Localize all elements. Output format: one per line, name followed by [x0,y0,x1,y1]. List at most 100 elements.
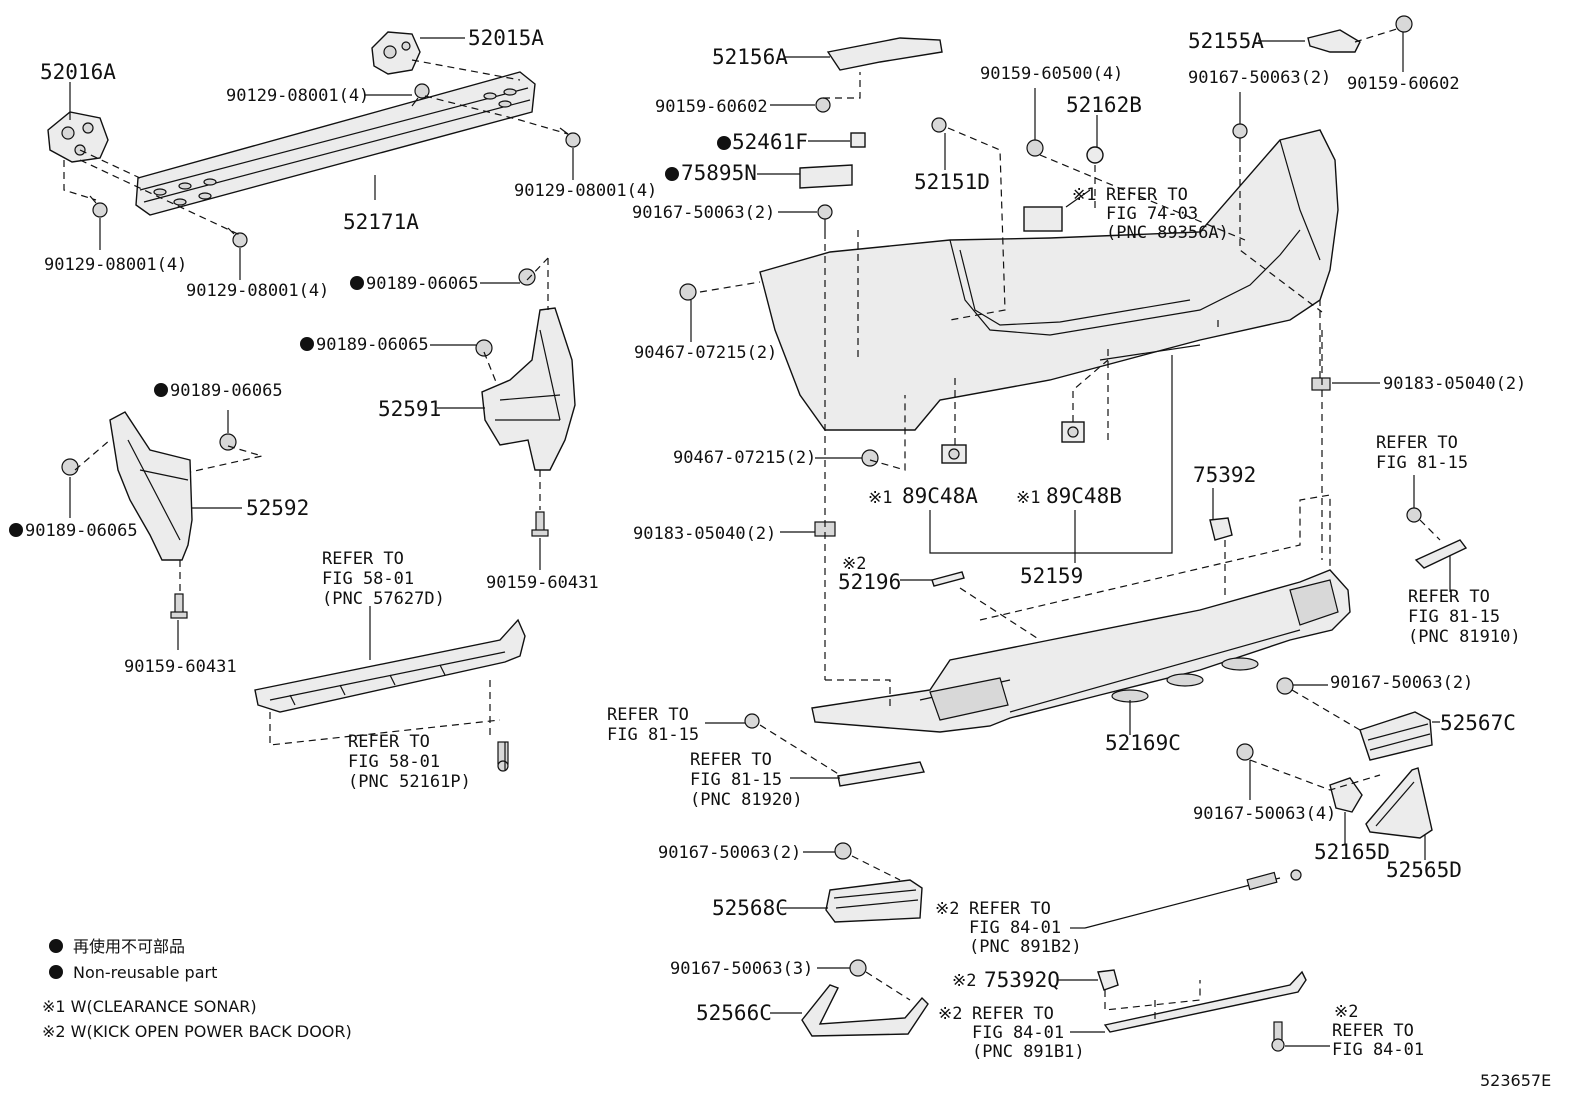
mark-89C48A: ※1 [868,488,892,508]
pad-52461F [850,132,866,148]
refer-mark: ※2 [938,1004,962,1024]
refer-label: FIG 84-01 [1332,1040,1424,1060]
assembly-lines [63,27,1441,1020]
bolt-icon [1395,15,1413,33]
figure-id: 523657E [1480,1071,1551,1090]
clip-icon [475,339,493,357]
label-52565D: 52565D [1386,858,1462,882]
label-90167-e: 90167-50063(2) [658,843,801,863]
label-52155A: 52155A [1188,29,1264,53]
label-90467-b: 90467-07215(2) [673,448,816,468]
label-90189-c: 90189-06065 [170,381,283,401]
label-52156A: 52156A [712,45,788,69]
clip-icon [1311,377,1331,391]
lower-panel-57627D [254,618,526,713]
label-90129-b: 90129-08001(4) [514,181,657,201]
clip-icon [518,268,536,286]
refer-label: REFER TO [1332,1021,1414,1041]
refer-label: FIG 84-01 [972,1023,1064,1043]
label-89C48A: 89C48A [902,484,978,508]
label-90129-c: 90129-08001(4) [44,255,187,275]
bracket-52165D [1329,777,1363,813]
bracket-52015A [371,31,421,75]
refer-label: (PNC 891B1) [972,1042,1085,1062]
label-52171A: 52171A [343,210,419,234]
sensor-52196 [931,571,965,587]
sensor-cable-891B2 [1084,869,1302,929]
bolt-icon [815,97,831,113]
part-labels: 52016A 52015A 52171A 90129-08001(4) 9012… [25,26,1526,1062]
label-90159-60602-b: 90159-60602 [1347,74,1460,94]
bolt-icon [1026,139,1044,157]
bolt-icon [411,83,430,107]
label-90167-b: 90167-50063(2) [1188,68,1331,88]
refer-label: (PNC 52161P) [348,772,471,792]
clip-icon [931,117,947,133]
clip-icon [219,433,237,451]
legend-nonreusable-jp: 再使用不可部品 [73,937,185,956]
label-90159-60431-a: 90159-60431 [486,573,599,593]
label-90167-f: 90167-50063(3) [670,959,813,979]
label-52151D: 52151D [914,170,990,194]
refer-label: (PNC 891B2) [969,937,1082,957]
refer-label: (PNC 57627D) [322,589,445,609]
refer-label: FIG 81-15 [690,770,782,790]
refer-label: FIG 58-01 [348,752,440,772]
label-52461F: 52461F [732,130,808,154]
refer-label: REFER TO [348,732,430,752]
refer-label: FIG 84-01 [969,918,1061,938]
refer-label: FIG 81-15 [607,725,699,745]
label-90129-a: 90129-08001(4) [226,86,369,106]
refer-label: REFER TO [1408,587,1490,607]
refer-label: FIG 58-01 [322,569,414,589]
label-90189-d: 90189-06065 [25,521,138,541]
rear-bumper-cover [759,129,1339,431]
label-52196: 52196 [838,570,901,594]
label-75895N: 75895N [681,161,757,185]
screw-icon [834,842,852,860]
screw-icon [744,713,760,729]
label-90159-60500: 90159-60500(4) [980,64,1123,84]
label-52169C: 52169C [1105,731,1181,755]
label-90129-d: 90129-08001(4) [186,281,329,301]
refer-label: REFER TO [607,705,689,725]
sensor-89C48B [1061,421,1085,443]
screw-icon [1276,677,1294,695]
pad-89356A [1023,206,1063,232]
label-52159: 52159 [1020,564,1083,588]
label-90159-60431-b: 90159-60431 [124,657,237,677]
sensor-89C48A [941,444,967,464]
screw-icon [1271,1021,1285,1052]
garnish-52566C [801,984,929,1037]
legend-note-1: ※1 W(CLEARANCE SONAR) [42,997,257,1016]
label-90167-c: 90167-50063(2) [1330,673,1473,693]
lower-cover-52169C [811,569,1351,733]
legend-note-2: ※2 W(KICK OPEN POWER BACK DOOR) [42,1022,352,1041]
bolt-icon [861,449,879,467]
refer-label: (PNC 81910) [1408,627,1521,647]
label-52016A: 52016A [40,60,116,84]
side-retainer-52592 [109,411,193,561]
side-retainer-52591 [481,307,576,471]
screw-icon [817,204,833,232]
label-89C48B: 89C48B [1046,484,1122,508]
label-75392Q: 75392Q [984,968,1060,992]
reflector-81910 [1414,539,1468,569]
label-52165D: 52165D [1314,840,1390,864]
refer-mark: ※1 [1072,185,1096,205]
label-52568C: 52568C [712,896,788,920]
bracket-52156A [826,37,943,71]
label-90189-a: 90189-06065 [366,274,479,294]
label-52592: 52592 [246,496,309,520]
label-52162B: 52162B [1066,93,1142,117]
garnish-52565D [1365,767,1433,839]
refer-label: FIG 81-15 [1408,607,1500,627]
mark-89C48B: ※1 [1016,488,1040,508]
garnish-52567C [1359,711,1433,761]
plate-75895N [799,164,853,189]
screw-icon [170,593,188,619]
refer-mark: ※2 [935,899,959,919]
bracket-52016A [47,111,109,163]
group-bracket-52159 [929,355,1173,563]
screw-icon [1232,123,1248,152]
